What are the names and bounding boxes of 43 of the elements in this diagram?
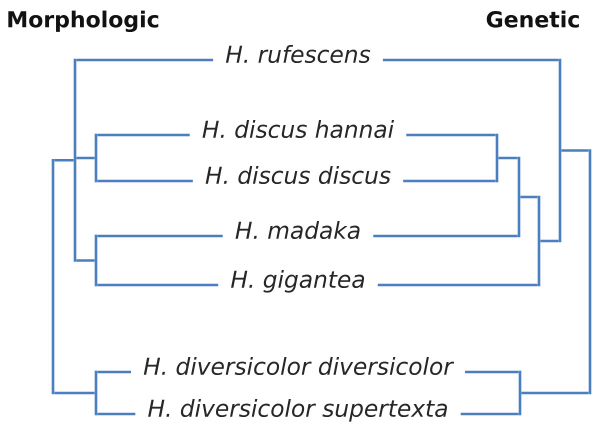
- horizontal-branch: [403, 180, 496, 182]
- heading: Morphologic: [8, 10, 158, 32]
- vertical-branch: [94, 234, 98, 286]
- species-name: H. rufescens: [226, 45, 370, 64]
- horizontal-branch: [98, 180, 193, 182]
- vertical-branch: [52, 158, 54, 394]
- horizontal-branch: [98, 134, 190, 136]
- vertical-branch: [74, 58, 76, 262]
- horizontal-branch: [98, 370, 131, 374]
- vertical-branch: [588, 149, 592, 394]
- horizontal-branch: [76, 156, 94, 160]
- vertical-branch: [518, 156, 520, 238]
- horizontal-branch: [520, 196, 538, 198]
- horizontal-branch: [76, 58, 214, 62]
- species-name: H. madaka: [236, 221, 360, 240]
- species-name: H. discus discus: [206, 166, 391, 184]
- vertical-branch: [538, 196, 540, 286]
- horizontal-branch: [76, 259, 94, 262]
- species-name: H. diversicolor diversicolor: [144, 357, 454, 376]
- vertical-branch: [558, 58, 562, 242]
- vertical-branch: [518, 370, 522, 416]
- horizontal-branch: [98, 284, 218, 286]
- vertical-branch: [496, 134, 498, 182]
- horizontal-branch: [98, 234, 223, 238]
- horizontal-branch: [406, 134, 496, 136]
- horizontal-branch: [378, 284, 538, 286]
- horizontal-branch: [373, 234, 518, 238]
- vertical-branch: [94, 370, 98, 416]
- horizontal-branch: [522, 392, 588, 394]
- heading: Genetic: [486, 10, 579, 28]
- horizontal-branch: [382, 58, 558, 62]
- horizontal-branch: [498, 156, 518, 160]
- species-name: H. gigantea: [231, 270, 364, 293]
- horizontal-branch: [460, 412, 518, 416]
- horizontal-branch: [54, 392, 94, 394]
- species-name: H. diversicolor supertexta: [148, 399, 447, 422]
- horizontal-branch: [562, 149, 588, 152]
- species-name: H. discus hannai: [202, 120, 394, 138]
- vertical-branch: [94, 134, 98, 182]
- horizontal-branch: [54, 158, 74, 162]
- horizontal-branch: [465, 370, 518, 374]
- horizontal-branch: [98, 412, 136, 416]
- horizontal-branch: [540, 240, 558, 242]
